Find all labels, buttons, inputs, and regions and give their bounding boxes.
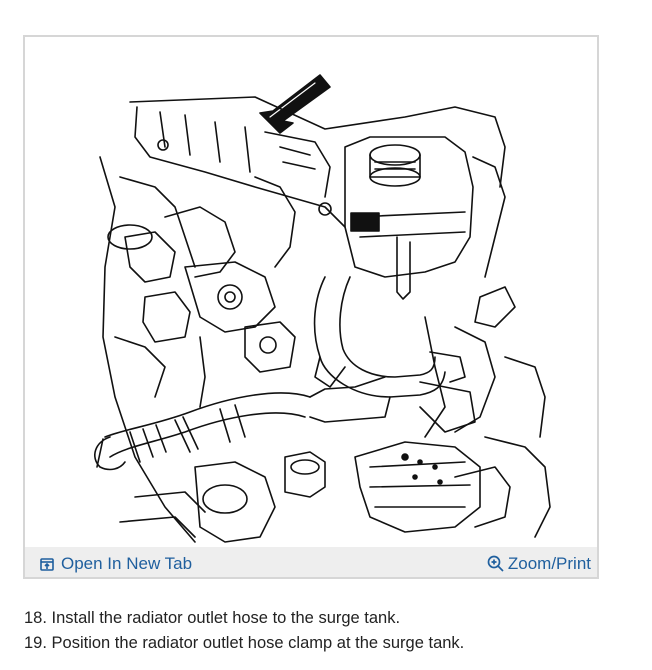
direction-arrow-icon xyxy=(259,74,331,134)
engine-diagram xyxy=(25,37,597,547)
open-in-new-tab-link[interactable]: Open In New Tab xyxy=(39,554,192,574)
step-item: 19. Position the radiator outlet hose cl… xyxy=(24,634,465,652)
surge-tank xyxy=(344,136,474,300)
open-in-new-tab-label: Open In New Tab xyxy=(61,554,193,573)
figure-card: Open In New Tab Zoom/Print xyxy=(23,35,599,579)
zoom-in-icon xyxy=(487,555,505,573)
zoom-print-label: Zoom/Print xyxy=(507,554,591,573)
open-new-tab-icon xyxy=(39,556,55,572)
radiator-outlet-hose xyxy=(94,276,476,471)
step-item: 18. Install the radiator outlet hose to … xyxy=(24,609,401,627)
instruction-steps: 18. Install the radiator outlet hose to … xyxy=(24,606,464,656)
figure-toolbar: Open In New Tab Zoom/Print xyxy=(25,547,597,577)
zoom-print-link[interactable]: Zoom/Print xyxy=(487,554,591,574)
